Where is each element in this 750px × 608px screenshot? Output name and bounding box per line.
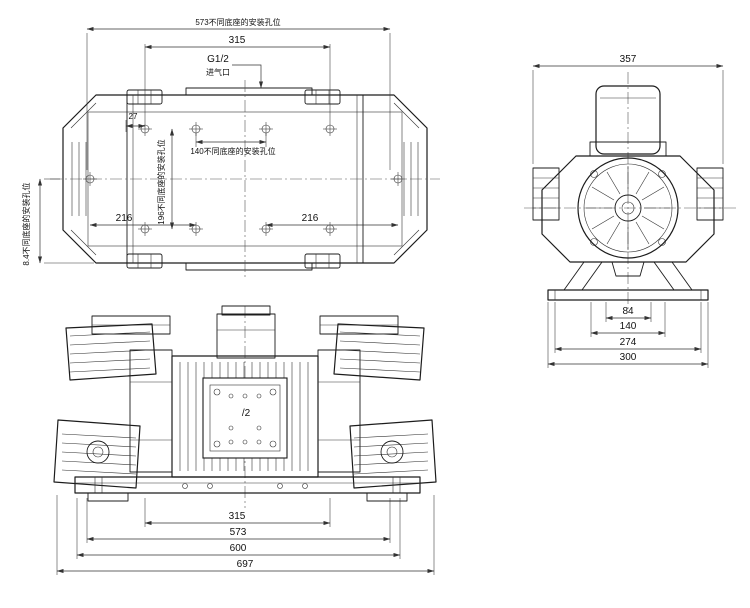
thread-label: G1/2 [207,54,229,65]
motor-assembly: /2 [171,305,319,478]
left-head-boss [86,440,110,464]
dim-315-top: 315 [144,35,331,122]
dim-84-side: 84 [605,302,652,322]
dim-357: 357 [532,54,724,164]
dim-label-140-note: 140不同底座的安装孔位 [190,146,275,156]
top-view: 573不同底座的安装孔位 315 G1/2 进气口 27 [21,17,440,277]
left-pump-assembly [53,315,173,489]
motor-flange: /2 [202,377,288,459]
dim-label-573-front: 573 [230,527,247,538]
dim-573-front: 573 [86,498,391,543]
dim-274-side: 274 [554,302,702,353]
right-foot [366,492,408,502]
dim-315-front: 315 [144,498,331,527]
head-cap-top-left [126,89,163,105]
dim-140: 140不同底座的安装孔位 [190,133,276,156]
right-upper-head [333,323,425,381]
dim-label-697-front: 697 [237,559,254,570]
left-head-side [532,167,560,221]
base-plate [74,476,421,502]
head-cap-bottom-left [126,253,163,269]
right-head-boss [380,440,404,464]
inlet-callout: G1/2 进气口 [206,54,264,89]
dim-196: 196不同底座的安装孔位 [156,128,175,230]
dim-600-front: 600 [76,498,401,559]
dim-216-right: 216 [265,213,399,228]
dim-27: 27 [125,112,146,132]
fan-blades [586,166,670,250]
left-upper-head [65,323,157,381]
front-view: /2 [53,305,437,575]
terminal-box [216,305,276,359]
dim-label-274: 274 [620,337,637,348]
dim-573-top: 573不同底座的安装孔位 [86,17,391,170]
dim-label-84: 84 [622,306,634,317]
left-lower-head [53,419,141,489]
head-cap-bottom-right [304,253,341,269]
dim-label-315-front: 315 [229,511,246,522]
dim-label-357: 357 [620,54,637,65]
side-view-dimensions: 357 84 140 274 [532,54,724,368]
dim-label-216-right: 216 [302,213,319,224]
top-view-centerlines [50,80,440,277]
dim-label-196-note: 196不同底座的安装孔位 [156,139,166,224]
dim-label-84-note: 8.4不同底座的安装孔位 [21,182,31,265]
right-head-side [696,167,724,221]
dim-label-140: 140 [620,321,637,332]
dim-label-300: 300 [620,352,637,363]
top-view-dimensions: 573不同底座的安装孔位 315 G1/2 进气口 27 [21,17,399,266]
inlet-port-boss [185,87,313,96]
dim-216-left: 216 [89,213,197,228]
dim-697-front: 697 [56,495,435,575]
dim-300-side: 300 [547,302,709,368]
right-pump-assembly [317,315,437,489]
side-view: 357 84 140 274 [524,54,736,368]
head-cap-top-right [304,89,341,105]
left-foot [87,492,129,502]
front-view-dimensions: 315 573 600 697 [56,495,435,575]
dim-8-4-left: 8.4不同底座的安装孔位 [21,178,94,266]
dim-140-side: 140 [590,302,666,337]
dim-label-573-note: 573不同底座的安装孔位 [195,17,280,27]
dim-label-315-top: 315 [229,35,246,46]
cooling-fan [577,157,679,259]
dim-label-216-left: 216 [116,213,133,224]
side-legs-and-base [547,261,709,301]
inlet-label: 进气口 [206,67,230,77]
side-housing [532,155,724,263]
center-thread-label: /2 [242,408,251,419]
dim-label-600-front: 600 [230,543,247,554]
dim-label-27: 27 [129,112,138,121]
right-lower-head [349,419,437,489]
